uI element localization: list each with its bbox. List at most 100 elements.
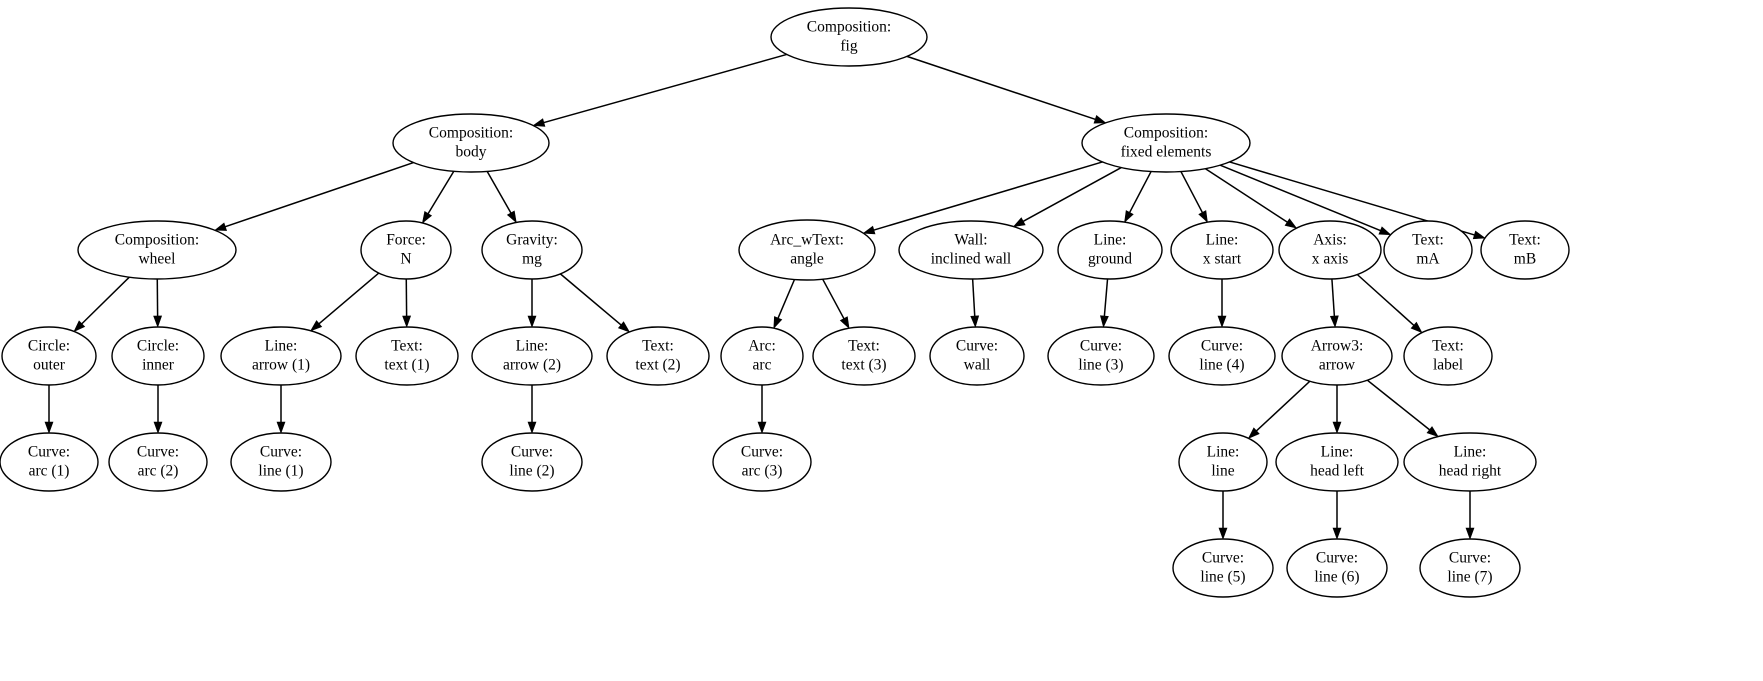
graph-node-curve_line1[interactable]: Curve:line (1): [230, 432, 332, 492]
node-ellipse-line_headleft[interactable]: [1275, 432, 1399, 492]
node-ellipse-arc_arc[interactable]: [720, 326, 804, 386]
graph-node-line_headright[interactable]: Line:head right: [1403, 432, 1537, 492]
node-ellipse-curve_line2[interactable]: [481, 432, 583, 492]
node-label-type-text_text3: Text:: [848, 338, 880, 355]
graph-node-gravity_mg[interactable]: Gravity:mg: [481, 220, 583, 280]
node-ellipse-line_arrow2[interactable]: [471, 326, 593, 386]
node-ellipse-curve_arc2[interactable]: [108, 432, 208, 492]
node-label-type-circle_outer: Circle:: [28, 338, 70, 355]
node-ellipse-text_text1[interactable]: [355, 326, 459, 386]
node-ellipse-circle_outer[interactable]: [1, 326, 97, 386]
edge-fixed-to-text_ma: [1219, 164, 1381, 232]
node-ellipse-text_label[interactable]: [1403, 326, 1493, 386]
arrowhead-icon: [1378, 226, 1392, 236]
node-ellipse-text_text2[interactable]: [606, 326, 710, 386]
graph-node-arrow3[interactable]: Arrow3:arrow: [1281, 326, 1393, 386]
graph-node-line_xstart[interactable]: Line:x start: [1170, 220, 1274, 280]
node-ellipse-curve_arc3[interactable]: [712, 432, 812, 492]
node-label-name-text_mb: mB: [1514, 251, 1536, 268]
node-ellipse-curve_arc1[interactable]: [0, 432, 99, 492]
node-ellipse-curve_line4[interactable]: [1168, 326, 1276, 386]
graph-node-line_ground[interactable]: Line:ground: [1057, 220, 1163, 280]
graph-node-text_mb[interactable]: Text:mB: [1480, 220, 1570, 280]
node-ellipse-line_arrow1[interactable]: [220, 326, 342, 386]
graph-node-curve_arc1[interactable]: Curve:arc (1): [0, 432, 99, 492]
arrowhead-icon: [617, 321, 631, 333]
graph-node-curve_line5[interactable]: Curve:line (5): [1172, 538, 1274, 598]
node-label-name-curve_line3: line (3): [1078, 357, 1123, 374]
graph-node-line_headleft[interactable]: Line:head left: [1275, 432, 1399, 492]
graph-node-curve_arc3[interactable]: Curve:arc (3): [712, 432, 812, 492]
node-ellipse-fig[interactable]: [770, 7, 928, 67]
graph-node-text_text1[interactable]: Text:text (1): [355, 326, 459, 386]
node-ellipse-wheel[interactable]: [77, 220, 237, 280]
node-ellipse-fixed[interactable]: [1081, 113, 1251, 173]
arrowhead-icon: [153, 421, 163, 434]
edge-body-to-force_n: [427, 170, 455, 214]
node-label-name-body: body: [456, 144, 487, 161]
node-ellipse-curve_line7[interactable]: [1419, 538, 1521, 598]
node-ellipse-body[interactable]: [392, 113, 550, 173]
graph-node-wall[interactable]: Wall:inclined wall: [898, 220, 1044, 280]
node-ellipse-curve_line6[interactable]: [1286, 538, 1388, 598]
node-label-name-curve_line6: line (6): [1314, 569, 1359, 586]
graph-node-fixed[interactable]: Composition:fixed elements: [1081, 113, 1251, 173]
graph-node-body[interactable]: Composition:body: [392, 113, 550, 173]
node-ellipse-text_mb[interactable]: [1480, 220, 1570, 280]
node-label-type-arrow3: Arrow3:: [1311, 338, 1364, 355]
graph-node-axis_x[interactable]: Axis:x axis: [1278, 220, 1382, 280]
node-label-type-text_text1: Text:: [391, 338, 423, 355]
node-ellipse-curve_line1[interactable]: [230, 432, 332, 492]
node-ellipse-arc_wtext[interactable]: [738, 219, 876, 281]
graph-node-line_arrow2[interactable]: Line:arrow (2): [471, 326, 593, 386]
node-ellipse-curve_line5[interactable]: [1172, 538, 1274, 598]
graph-node-text_text2[interactable]: Text:text (2): [606, 326, 710, 386]
graph-node-arc_arc[interactable]: Arc:arc: [720, 326, 804, 386]
node-label-name-arc_arc: arc: [753, 357, 772, 374]
node-ellipse-force_n[interactable]: [360, 220, 452, 280]
arrowhead-icon: [839, 316, 850, 330]
graph-node-arc_wtext[interactable]: Arc_wText:angle: [738, 219, 876, 281]
node-ellipse-gravity_mg[interactable]: [481, 220, 583, 280]
node-ellipse-curve_wall[interactable]: [929, 326, 1025, 386]
graph-node-text_ma[interactable]: Text:mA: [1383, 220, 1473, 280]
node-label-name-line_headleft: head left: [1310, 463, 1364, 480]
arrowhead-icon: [1472, 230, 1486, 240]
arrowhead-icon: [1284, 218, 1298, 229]
node-ellipse-wall[interactable]: [898, 220, 1044, 280]
node-ellipse-line_headright[interactable]: [1403, 432, 1537, 492]
node-ellipse-arrow3[interactable]: [1281, 326, 1393, 386]
node-ellipse-line_ground[interactable]: [1057, 220, 1163, 280]
node-label-name-wall: inclined wall: [931, 251, 1012, 268]
node-label-type-line_arrow2: Line:: [516, 338, 549, 355]
graph-node-text_text3[interactable]: Text:text (3): [812, 326, 916, 386]
graph-node-curve_arc2[interactable]: Curve:arc (2): [108, 432, 208, 492]
graph-node-text_label[interactable]: Text:label: [1403, 326, 1493, 386]
graph-node-circle_inner[interactable]: Circle:inner: [111, 326, 205, 386]
node-ellipse-text_text3[interactable]: [812, 326, 916, 386]
graph-node-circle_outer[interactable]: Circle:outer: [1, 326, 97, 386]
node-ellipse-axis_x[interactable]: [1278, 220, 1382, 280]
node-label-type-circle_inner: Circle:: [137, 338, 179, 355]
graph-node-wheel[interactable]: Composition:wheel: [77, 220, 237, 280]
graph-node-curve_line7[interactable]: Curve:line (7): [1419, 538, 1521, 598]
arrowhead-icon: [214, 222, 228, 231]
node-ellipse-line_xstart[interactable]: [1170, 220, 1274, 280]
graph-node-curve_wall[interactable]: Curve:wall: [929, 326, 1025, 386]
node-ellipse-line_line[interactable]: [1178, 432, 1268, 492]
node-ellipse-curve_line3[interactable]: [1047, 326, 1155, 386]
arrowhead-icon: [773, 316, 783, 330]
graph-node-curve_line3[interactable]: Curve:line (3): [1047, 326, 1155, 386]
graph-node-force_n[interactable]: Force:N: [360, 220, 452, 280]
arrowhead-icon: [1012, 217, 1026, 228]
graph-node-line_arrow1[interactable]: Line:arrow (1): [220, 326, 342, 386]
graph-node-curve_line6[interactable]: Curve:line (6): [1286, 538, 1388, 598]
edge-body-to-gravity_mg: [486, 170, 512, 214]
node-ellipse-circle_inner[interactable]: [111, 326, 205, 386]
graph-node-curve_line4[interactable]: Curve:line (4): [1168, 326, 1276, 386]
graph-node-fig[interactable]: Composition:fig: [770, 7, 928, 67]
graph-node-line_line[interactable]: Line:line: [1178, 432, 1268, 492]
node-ellipse-text_ma[interactable]: [1383, 220, 1473, 280]
graph-node-curve_line2[interactable]: Curve:line (2): [481, 432, 583, 492]
